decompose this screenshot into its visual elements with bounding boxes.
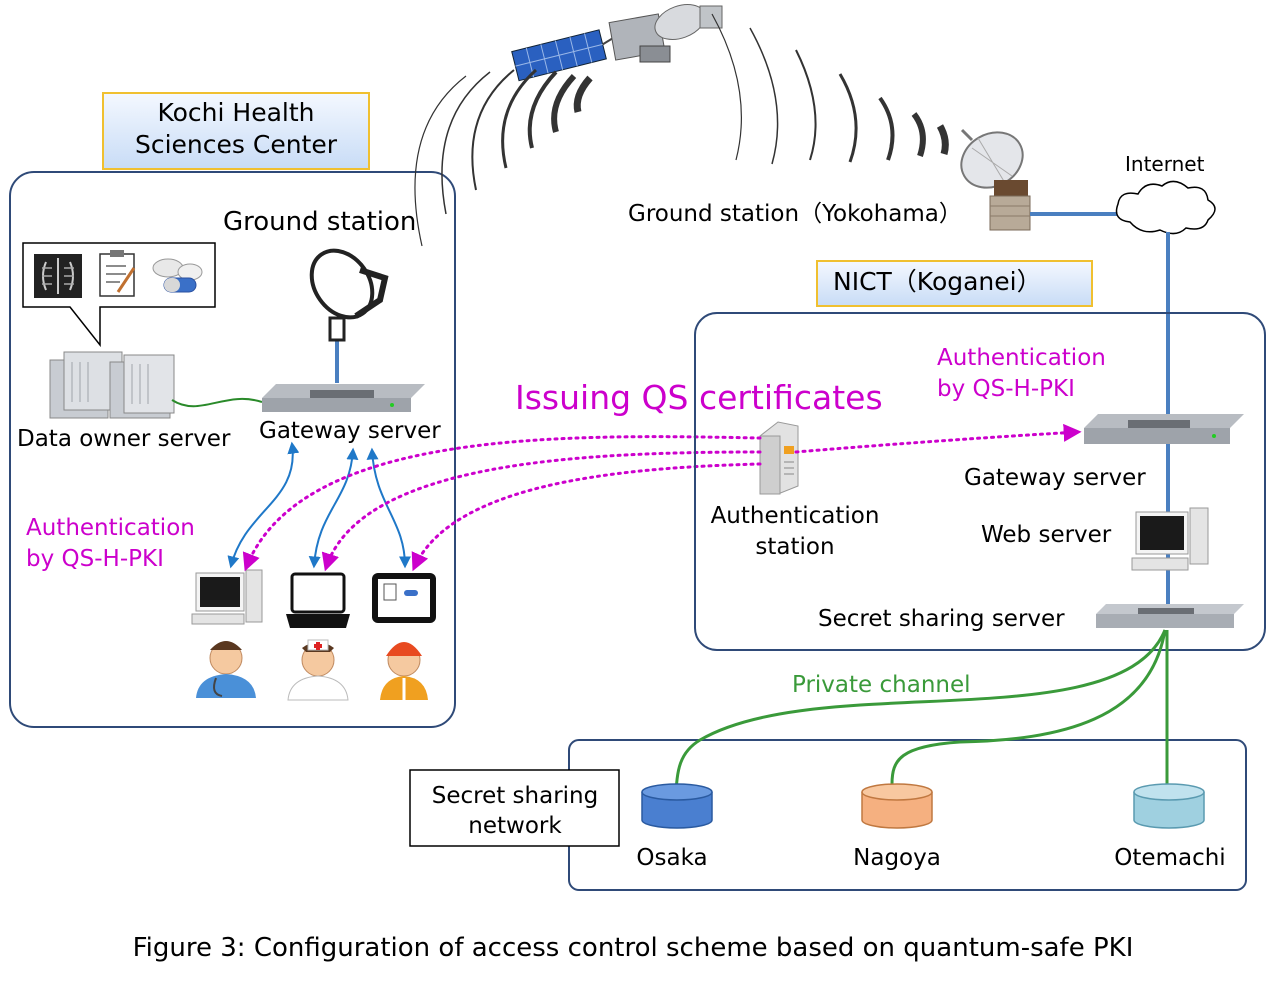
cert-arrow-nict-gateway [794, 423, 1082, 454]
nagoya-database-icon [861, 783, 933, 829]
kochi-gateway-server-label: Gateway server [259, 418, 441, 444]
laptop-terminal-icon [286, 572, 350, 628]
node-label-osaka: Osaka [636, 845, 707, 871]
cert-arrow-tablet [411, 462, 762, 572]
clipboard-icon [99, 250, 136, 297]
network-label-line2: network [468, 813, 562, 839]
channel-osaka [674, 629, 1167, 801]
cert-arrow-desktop [242, 435, 762, 572]
issuing-certificates-label: Issuing QS certificates [515, 378, 883, 417]
nict-region-box [694, 312, 1266, 651]
nict-title-label: NICT（Koganei） [816, 260, 1093, 307]
kochi-title-line1: Kochi Health [157, 98, 314, 127]
signal-waves-left [414, 68, 593, 247]
osaka-database-icon [641, 783, 713, 829]
xray-icon [34, 254, 82, 298]
authentication-station-server-icon [759, 421, 799, 495]
nict-gateway-switch-icon [1084, 414, 1244, 444]
medical-data-bubble [22, 242, 216, 348]
yokohama-dish-icon [960, 128, 1031, 231]
network-label-line1: Secret sharing [432, 783, 599, 809]
kochi-gateway-switch-icon [262, 384, 425, 412]
kochi-ground-station-label: Ground station [223, 207, 416, 237]
internet-cloud-icon [1115, 180, 1216, 235]
cert-arrow-laptop [321, 450, 762, 572]
kochi-dish-icon [309, 248, 389, 383]
pills-icon [152, 258, 203, 293]
secret-sharing-server-label: Secret sharing server [818, 606, 1065, 632]
data-owner-server-label: Data owner server [17, 426, 231, 452]
secret-sharing-switch-icon [1096, 604, 1244, 628]
secret-sharing-network-label: Secret sharing network [409, 769, 620, 847]
web-server-label: Web server [981, 522, 1112, 548]
kochi-auth-line2: by QS-H-PKI [26, 546, 164, 572]
satellite-icon [511, 4, 723, 82]
desktop-terminal-icon [191, 569, 263, 625]
tablet-terminal-icon [372, 573, 436, 623]
blue-arrow-laptop [308, 447, 359, 569]
nurse-icon [287, 639, 349, 701]
node-label-nagoya: Nagoya [853, 845, 941, 871]
private-channel-label: Private channel [792, 672, 971, 698]
kochi-auth-line1: Authentication [26, 515, 195, 541]
figure-caption: Figure 3: Configuration of access contro… [133, 933, 1134, 963]
otemachi-database-icon [1133, 783, 1205, 829]
channel-nagoya [890, 629, 1167, 785]
yokohama-ground-station-label: Ground station（Yokohama） [628, 201, 962, 227]
internet-label: Internet [1125, 152, 1205, 176]
node-label-otemachi: Otemachi [1114, 845, 1225, 871]
web-server-icon [1131, 507, 1209, 571]
nict-title-text: NICT（Koganei） [833, 267, 1042, 296]
auth-station-line2: station [755, 534, 834, 560]
nict-auth-line1: Authentication [937, 345, 1106, 371]
kochi-region-box [9, 171, 456, 728]
nict-gateway-server-label: Gateway server [964, 465, 1146, 491]
blue-arrow-desktop [227, 441, 300, 569]
signal-waves-right [711, 13, 949, 165]
nict-auth-line2: by QS-H-PKI [937, 376, 1075, 402]
data-owner-server-icon [49, 351, 175, 419]
owner-gateway-link [171, 397, 263, 408]
doctor-icon [196, 641, 256, 698]
auth-station-line1: Authentication [711, 503, 880, 529]
kochi-title-label: Kochi Health Sciences Center [102, 92, 370, 170]
rescue-worker-icon [380, 642, 428, 700]
kochi-title-line2: Sciences Center [135, 130, 338, 159]
